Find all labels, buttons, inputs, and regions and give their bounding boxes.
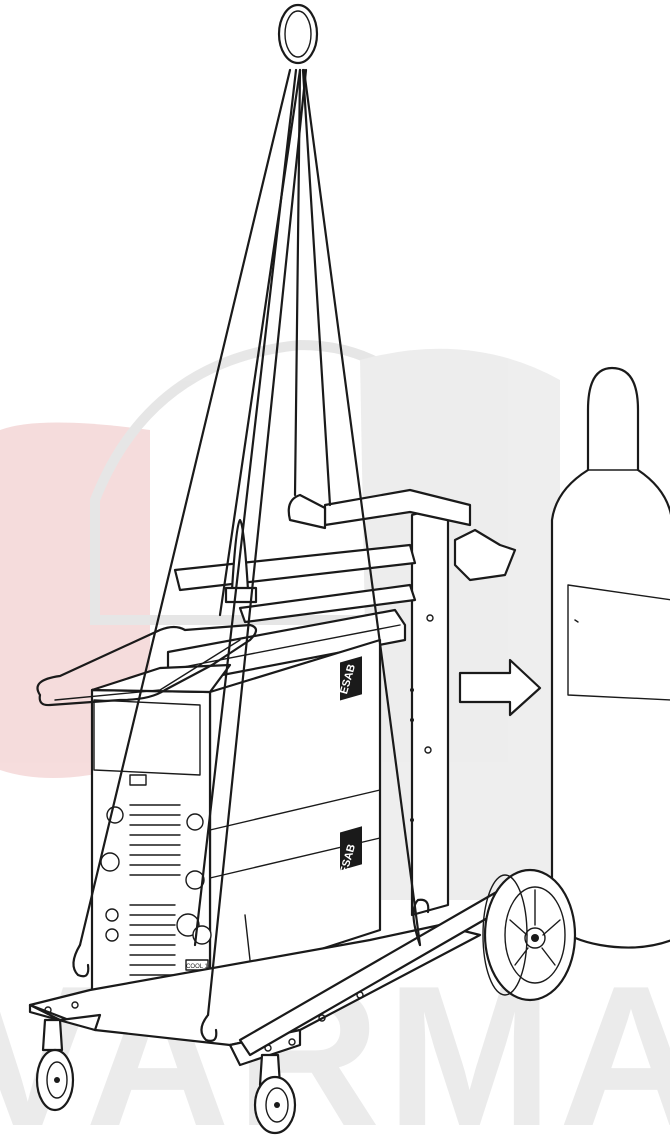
rear-wheel <box>482 868 577 1002</box>
front-louvres <box>129 804 181 976</box>
esab-logo-lower <box>340 826 362 871</box>
front-caster-left <box>35 1018 75 1112</box>
gas-cylinder <box>550 366 670 949</box>
arrow-right-icon <box>458 658 542 717</box>
esab-logo-upper <box>340 656 362 701</box>
trolley-base <box>28 888 512 1067</box>
lifting-ring-icon <box>277 3 319 65</box>
front-caster-right <box>253 1053 297 1135</box>
front-handle <box>36 623 258 707</box>
trolley-frame <box>173 488 517 917</box>
lifting-slings <box>72 68 430 1042</box>
model-label: COOL 1 <box>186 964 208 970</box>
